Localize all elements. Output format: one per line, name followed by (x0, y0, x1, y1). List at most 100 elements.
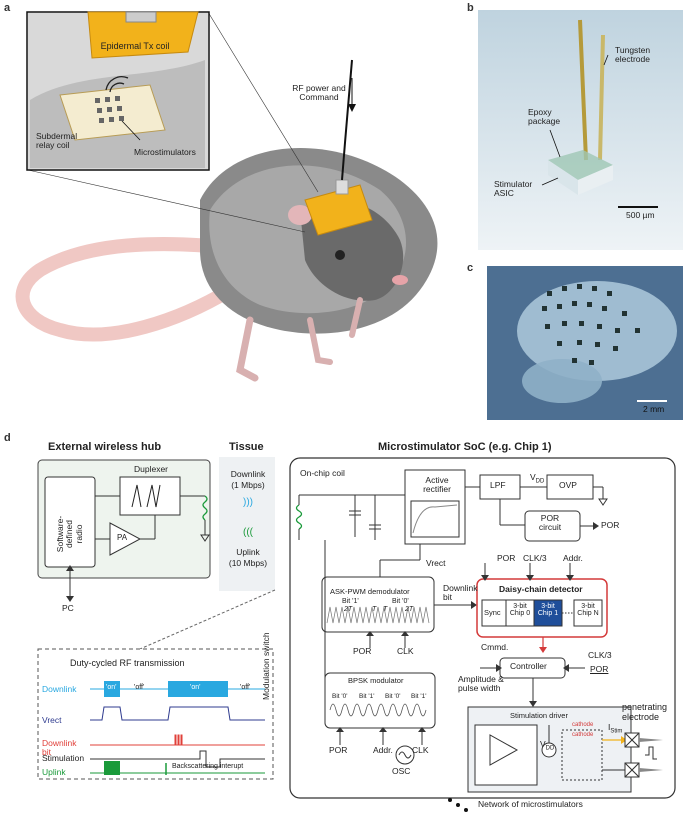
pointer-epoxy (549, 129, 561, 158)
microstim-pointer (121, 120, 141, 141)
label-downlink: Downlink (230, 469, 266, 479)
tissue-title: Tissue (229, 441, 264, 453)
label-pc: PC (62, 603, 74, 613)
label-clk-bpsk: CLK (412, 745, 429, 755)
uplink-wave-icon: ((( (243, 527, 253, 538)
filter-symbol (131, 484, 142, 508)
label-downlink-rate: (1 Mbps) (231, 480, 265, 490)
brain-surface (522, 359, 602, 403)
epoxy-package (548, 150, 613, 180)
label-active-rectifier: Active rectifier (423, 475, 451, 495)
network-dot (464, 808, 468, 812)
downlink-wave-icon: ))) (243, 497, 253, 508)
zoom-line (207, 11, 319, 193)
label-por-ctrl: POR (590, 664, 609, 674)
label-t-b: T (383, 606, 388, 613)
label-network: Network of microstimulators (478, 799, 583, 809)
chip1-block (533, 599, 563, 627)
inset-connector (125, 11, 157, 23)
panel-letter-c: c (467, 262, 474, 274)
mouse-ear (288, 205, 312, 225)
label-2t-b: 2T (405, 606, 414, 613)
microstimulator-array (542, 284, 640, 365)
arrowhead (471, 601, 477, 609)
label-addr: Addr. (563, 553, 583, 563)
label-vdd2: VDD (540, 739, 555, 752)
panel-a-illustration (15, 11, 438, 382)
asic-side (548, 160, 578, 195)
ask-waveform (326, 606, 430, 624)
label-off2: 'off' (240, 684, 251, 691)
label-amp-pw: Amplitude & pulse width (458, 674, 504, 694)
pointer-tungsten (603, 54, 609, 66)
mouse-leg (236, 316, 259, 382)
label-ovp: OVP (559, 480, 577, 490)
label-pa: PA (117, 533, 128, 542)
soc-title: Microstimulator SoC (e.g. Chip 1) (378, 441, 552, 453)
label-por-out: POR (601, 520, 620, 530)
label-onchip-coil: On-chip coil (300, 468, 345, 478)
label-clk-ask: CLK (397, 646, 414, 656)
label-downlink-bit: Downlink bit (443, 583, 478, 603)
label-bit0: Bit '0' (392, 598, 409, 605)
timing-row-vrect: Vrect (42, 715, 62, 725)
label-ask-demod: ASK-PWM demodulator (330, 587, 410, 596)
arrowhead (563, 664, 569, 672)
timing-title: Duty-cycled RF transmission (70, 658, 185, 668)
tissue-region (219, 457, 275, 591)
network-dot (448, 798, 452, 802)
label-subdermal-relay: Subdermal relay coil (36, 131, 78, 151)
label-bpsk-bit-c: Bit '0' (385, 693, 401, 700)
tail-shape (15, 237, 257, 342)
label-por-bpsk: POR (329, 745, 348, 755)
electrode-tip (639, 768, 663, 772)
ground-symbol (598, 498, 608, 506)
hub-diagram (37, 459, 211, 602)
label-bpsk: BPSK modulator (348, 676, 404, 685)
filter-symbol (146, 484, 161, 508)
arrowhead (66, 596, 74, 602)
panel-letter-a: a (4, 2, 11, 14)
arrowhead (496, 664, 502, 672)
stim-arrowhead (621, 736, 627, 744)
inset-tx-coil (87, 11, 199, 59)
label-bit1: Bit '1' (342, 598, 359, 605)
label-clk3b: CLK/3 (588, 650, 612, 660)
arrowhead (566, 575, 574, 581)
label-uplink: Uplink (236, 547, 260, 557)
downlink-on-burst (168, 681, 228, 697)
label-microstimulators: Microstimulators (134, 147, 196, 157)
label-duplexer: Duplexer (134, 464, 169, 474)
timing-row-stimulation: Stimulation (42, 753, 85, 763)
label-cmmd: Cmmd. (481, 642, 509, 652)
label-vrect: Vrect (426, 558, 446, 568)
panel-letter-d: d (4, 432, 11, 444)
label-chip0: 3-bit Chip 0 (509, 603, 531, 617)
arrowhead (529, 701, 537, 707)
label-asic: Stimulator ASIC (494, 179, 533, 199)
arrowhead (66, 565, 74, 571)
ask-pwm-block (321, 576, 435, 633)
tungsten-electrode-shaft (578, 19, 588, 161)
network-dot (456, 803, 460, 807)
label-controller: Controller (510, 661, 547, 671)
downlink-on-burst (104, 681, 120, 697)
label-por-ask: POR (353, 646, 372, 656)
label-istim: IStim (608, 722, 623, 735)
label-epoxy: Epoxy package (528, 107, 561, 127)
label-cathode2: cathode (572, 732, 594, 738)
label-bpsk-bit-d: Bit '1' (411, 693, 427, 700)
wireless-wave (109, 82, 125, 93)
switch-array (561, 729, 603, 781)
cmd-arrowhead (539, 647, 547, 653)
timing-diagram (37, 589, 276, 780)
label-stim-driver: Stimulation driver (510, 711, 568, 720)
arrowhead (593, 522, 599, 530)
callout-line (139, 589, 276, 650)
arrowhead (366, 631, 374, 636)
label-penetrating: penetrating electrode (622, 702, 668, 722)
chip0-block (505, 599, 535, 627)
label-on2: 'on' (190, 684, 201, 691)
panel-b-photo (478, 10, 683, 250)
label-por: POR (497, 553, 516, 563)
